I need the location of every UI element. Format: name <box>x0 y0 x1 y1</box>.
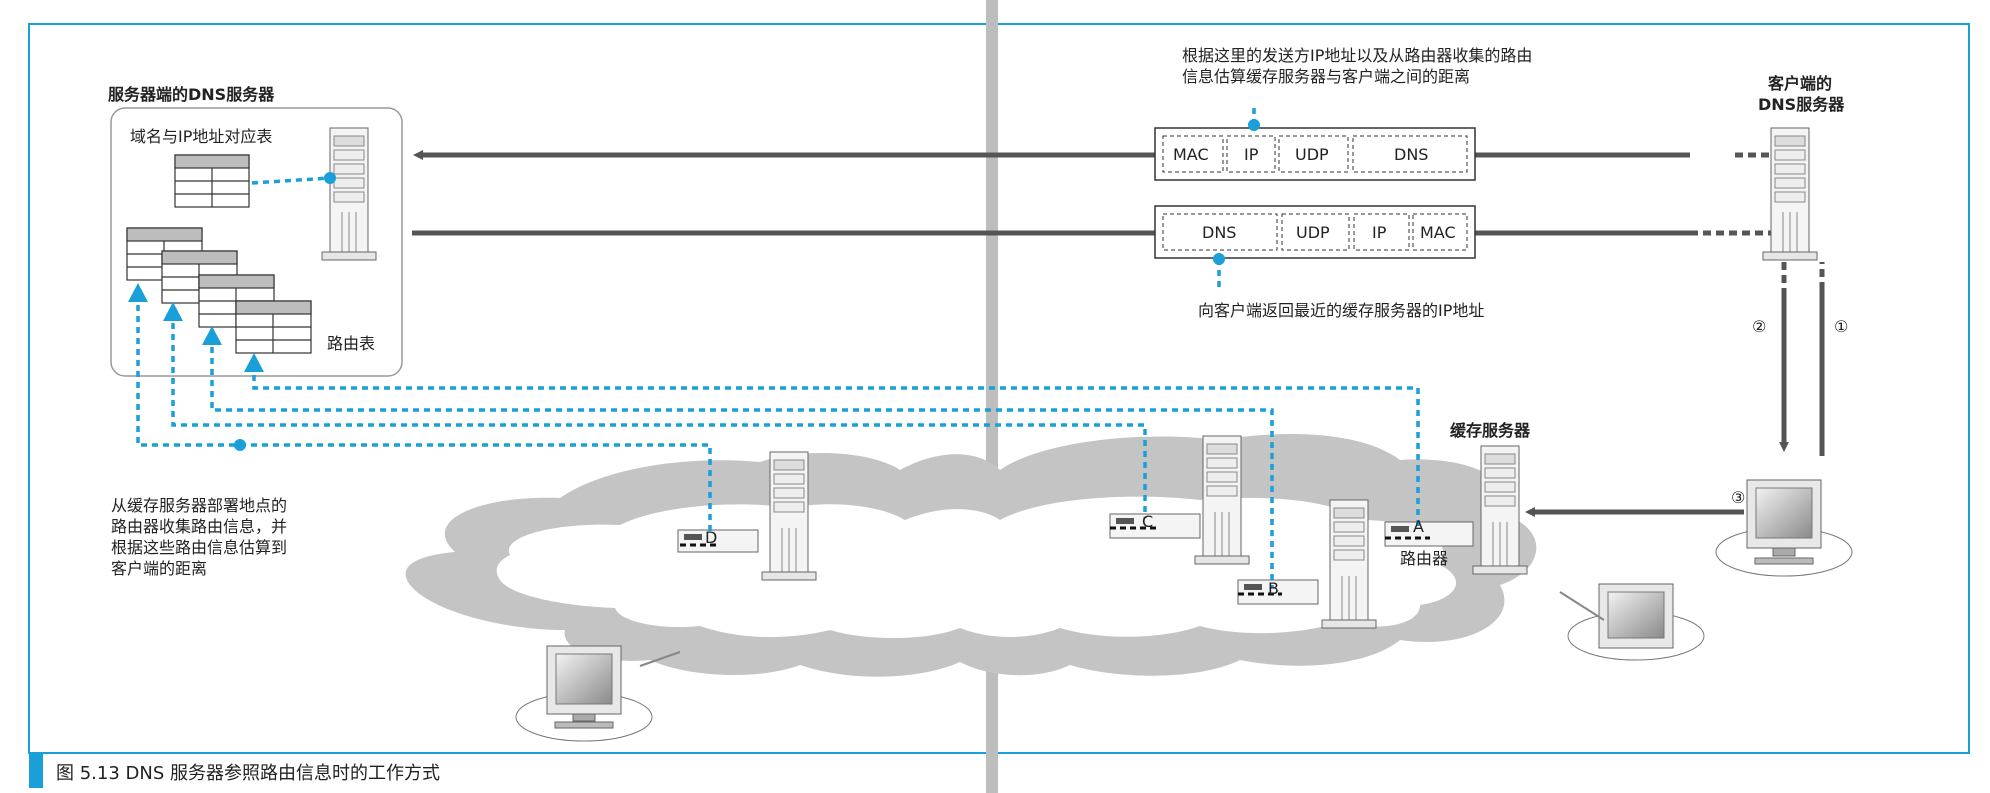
note-left-line1: 从缓存服务器部署地点的 <box>111 496 288 515</box>
note-left-line3: 根据这些路由信息估算到 <box>111 538 288 557</box>
name-ip-table-label: 域名与IP地址对应表 <box>130 127 273 146</box>
router-c-label: C <box>1142 512 1154 531</box>
cache-server-a <box>1472 445 1528 575</box>
request-field-mac: MAC <box>1173 145 1209 164</box>
network-cloud-inner <box>496 496 1457 639</box>
client-dns-title-line2: DNS服务器 <box>1758 95 1845 114</box>
response-field-mac: MAC <box>1420 223 1456 242</box>
step2-marker: ② <box>1752 317 1767 336</box>
request-field-ip: IP <box>1244 145 1259 164</box>
router-d <box>677 529 759 553</box>
router-c <box>1109 513 1201 539</box>
note-dots <box>234 119 1260 451</box>
request-packet <box>1154 127 1476 181</box>
router-d-label: D <box>705 528 718 547</box>
response-packet <box>1154 205 1476 259</box>
note-reply: 向客户端返回最近的缓存服务器的IP地址 <box>1198 301 1485 320</box>
cache-server-c <box>1194 435 1250 565</box>
router-a-label: A <box>1413 517 1424 536</box>
figure-frame <box>28 23 1970 754</box>
name-ip-table <box>174 154 250 208</box>
pc-bottom-left <box>515 645 653 742</box>
router-b <box>1237 579 1319 605</box>
router-label: 路由器 <box>1400 549 1449 568</box>
caption-accent-bar <box>29 752 43 788</box>
response-field-ip: IP <box>1372 223 1387 242</box>
router-marks <box>680 526 1430 596</box>
request-field-dns: DNS <box>1394 145 1429 164</box>
figure-caption: 图 5.13 DNS 服务器参照路由信息时的工作方式 <box>56 763 440 784</box>
client-dns-title-line1: 客户端的 <box>1768 74 1833 93</box>
cache-server-b <box>1321 499 1377 629</box>
routing-table-label: 路由表 <box>327 334 376 353</box>
request-field-udp: UDP <box>1295 145 1329 164</box>
router-a <box>1384 521 1474 547</box>
page-gutter <box>986 0 998 793</box>
step3-marker: ③ <box>1731 488 1746 507</box>
server-dns-server <box>321 127 377 261</box>
routing-collection-arrowheads <box>128 283 264 372</box>
note-top-line1: 根据这里的发送方IP地址以及从路由器收集的路由 <box>1182 46 1533 65</box>
note-left-line2: 路由器收集路由信息，并 <box>111 517 288 536</box>
link-pc-left <box>639 651 681 667</box>
cache-server-d <box>761 451 817 581</box>
router-b-label: B <box>1268 579 1279 598</box>
pc-bottom-right <box>1567 583 1705 661</box>
client-dns-server <box>1762 127 1818 261</box>
note-top-line2: 信息估算缓存服务器与客户端之间的距离 <box>1182 67 1471 86</box>
response-field-dns: DNS <box>1202 223 1237 242</box>
server-dns-title: 服务器端的DNS服务器 <box>108 85 275 104</box>
step1-marker: ① <box>1834 317 1849 336</box>
note-left-line4: 客户端的距离 <box>111 559 208 578</box>
response-field-udp: UDP <box>1296 223 1330 242</box>
link-pc-right <box>1559 591 1605 621</box>
client-pc <box>1715 479 1853 577</box>
routing-table-4 <box>235 300 312 354</box>
cache-server-label: 缓存服务器 <box>1450 421 1531 440</box>
